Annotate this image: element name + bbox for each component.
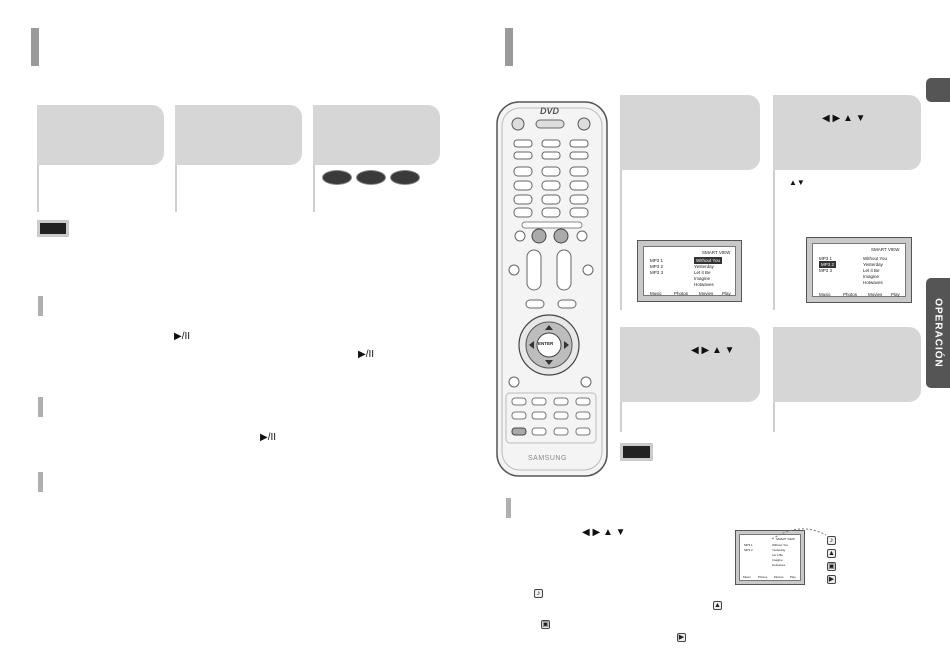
remote-logo: DVD [540, 106, 560, 116]
remote-control [496, 101, 608, 477]
screen-a-footer-1: Music [650, 291, 662, 296]
callout-dashed-line [771, 528, 827, 540]
screen-c-footer-2: Photos [758, 575, 768, 579]
section-tab-label: OPERACIÓN [932, 298, 944, 368]
step-box-a [620, 95, 760, 170]
chapter-tab [926, 78, 950, 102]
screen-c-footer-3: Movies [774, 575, 784, 579]
step-b-line [773, 170, 775, 310]
screen-c-folder-2: MP3 2 [744, 548, 753, 552]
screen-b-folder-1: MP3 1 [819, 256, 833, 261]
step-a-line [620, 170, 622, 310]
disc-logo-1 [322, 170, 352, 185]
step-box-d [773, 327, 921, 402]
arrow-symbols-c: ◀ ▶ ▲ ▼ [691, 345, 735, 356]
screen-b-song-3: Let it Be [863, 268, 880, 273]
left-title-bar [31, 28, 39, 66]
screen-b-song-4: Imagine [863, 274, 880, 279]
screen-b-footer-2: Photos [843, 292, 858, 297]
screen-c-song-3: Let it Be [772, 553, 784, 557]
note-badge-left [37, 220, 69, 237]
screen-a-footer-2: Photos [674, 291, 689, 296]
screen-a-song-4: Imagine [694, 276, 711, 281]
step-1-line [37, 165, 39, 212]
screen-a-header: SMART VIEW [702, 250, 731, 255]
screen-a-folder-3: MP3 3 [650, 270, 664, 275]
screen-c-song-2: Yesterday [772, 548, 786, 552]
screen-c-footer-4: Play [790, 575, 796, 579]
screen-a: SMART VIEW MP3 1 MP3 2 MP3 3 Without You… [637, 240, 742, 302]
screen-a-song-1: Without You [694, 257, 723, 264]
screen-b-song-2: Yesterday [863, 262, 883, 267]
section-3-bar [38, 472, 43, 492]
screen-c-song-5: Hotwaves [772, 563, 786, 567]
screen-a-folder-2: MP3 2 [650, 264, 664, 269]
disc-logos [322, 170, 422, 186]
step-d-line [773, 402, 775, 432]
music-note-icon: ♪ [827, 536, 836, 545]
screen-b: SMART VIEW MP3 1 MP3 2 MP3 3 Without You… [806, 237, 912, 303]
step-box-c [620, 327, 760, 402]
screen-a-footer-3: Movies [699, 291, 714, 296]
play-pause-symbol-3: ▶/II [260, 432, 277, 443]
note-badge-right [620, 443, 653, 461]
screen-b-header: SMART VIEW [871, 247, 900, 252]
section-2-bar [38, 397, 43, 417]
screen-b-footer-4: Play [891, 292, 900, 297]
play-pause-symbol-1: ▶/II [174, 331, 191, 342]
step-box-b [773, 95, 921, 170]
screen-b-footer-3: Movies [868, 292, 883, 297]
step-box-2 [175, 105, 302, 165]
arrow-symbols-d: ◀ ▶ ▲ ▼ [582, 527, 626, 538]
play-icon-text: ▶ [677, 633, 686, 642]
screen-c: SMART VIEW MP3 1 MP3 2 Without You Yeste… [735, 530, 805, 585]
right-title-bar [505, 28, 513, 66]
screen-a-song-2: Yesterday [694, 264, 714, 269]
screen-a-song-5: Hotwaves [694, 282, 714, 287]
photo-icon: ▲ [827, 549, 836, 558]
screen-a-folder-1: MP3 1 [650, 258, 664, 263]
movie-icon: ▣ [827, 562, 836, 571]
section-1-bar [38, 296, 43, 316]
photo-icon-text: ▲ [713, 601, 722, 610]
screen-c-folder-1: MP3 1 [744, 543, 753, 547]
music-note-icon-text: ♪ [534, 589, 543, 598]
disc-logo-2 [356, 170, 386, 185]
remote-brand: SAMSUNG [528, 455, 567, 462]
up-down-symbol-b: ▲▼ [789, 178, 805, 187]
play-icon: ▶ [827, 575, 836, 584]
screen-a-footer-4: Play [722, 291, 731, 296]
step-3-line [313, 165, 315, 212]
screen-b-song-1: Without You [863, 256, 888, 261]
arrow-symbols-b: ◀ ▶ ▲ ▼ [822, 113, 866, 124]
step-c-line [620, 402, 622, 432]
section-4-bar [506, 498, 511, 518]
screen-c-header: SMART VIEW [776, 537, 795, 541]
disc-logo-3 [390, 170, 420, 185]
screen-b-song-5: Hotwaves [863, 280, 883, 285]
step-box-1 [37, 105, 164, 165]
screen-c-song-1: Without You [772, 543, 789, 547]
screen-b-folder-3: MP3 3 [819, 268, 833, 273]
screen-a-song-3: Let it Be [694, 270, 711, 275]
section-tab: OPERACIÓN [926, 278, 950, 388]
movie-icon-text: ▣ [541, 620, 550, 629]
step-box-3 [313, 105, 440, 165]
screen-c-song-4: Imagine [772, 558, 783, 562]
step-2-line [175, 165, 177, 212]
play-pause-symbol-2: ▶/II [358, 349, 375, 360]
screen-b-folder-2: MP3 2 [819, 261, 837, 268]
screen-b-footer-1: Music [819, 292, 831, 297]
remote-enter-label: ENTER [538, 341, 554, 346]
screen-c-footer-1: Music [743, 575, 751, 579]
